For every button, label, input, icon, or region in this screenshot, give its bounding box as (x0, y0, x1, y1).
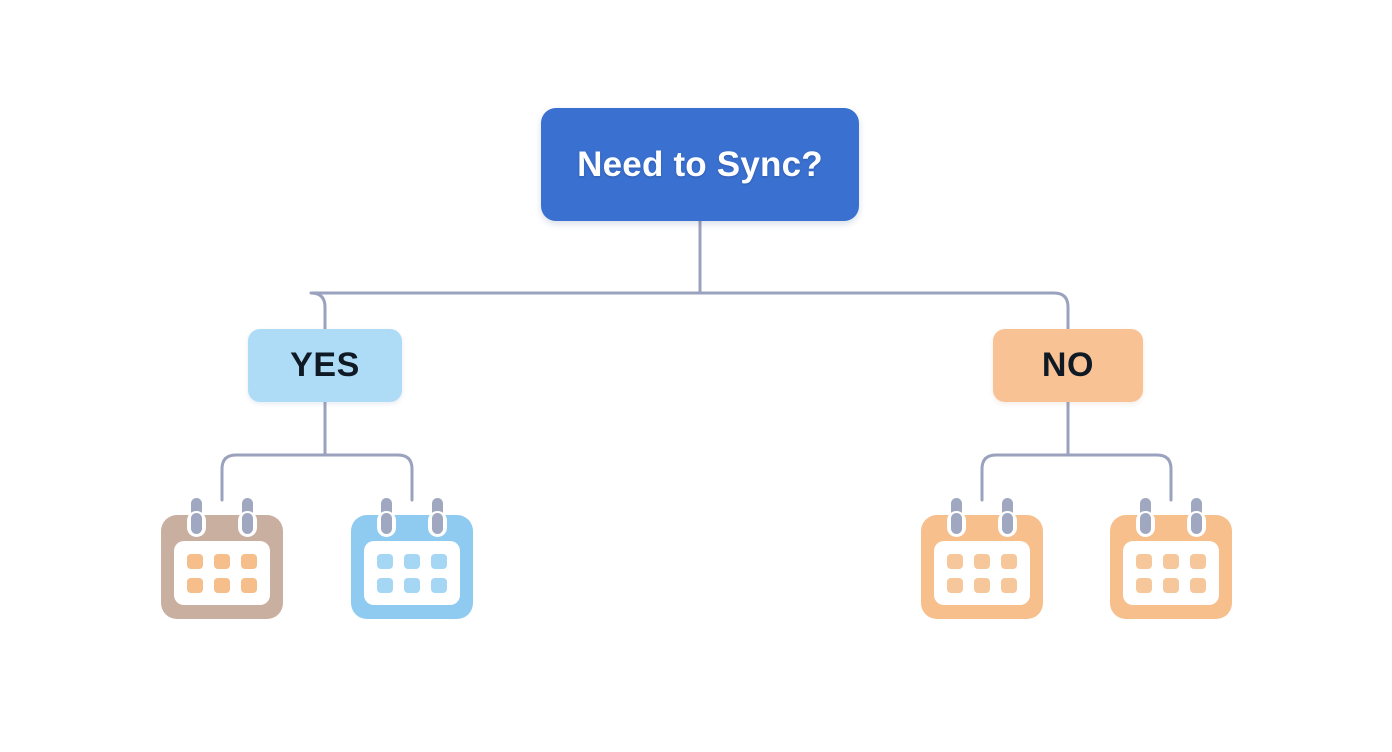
branch-node-yes-label: YES (290, 346, 360, 384)
calendar-inner (174, 541, 270, 605)
calendar-dots (947, 554, 1017, 593)
calendar-dots (187, 554, 257, 593)
calendar-icon-yes-1[interactable] (161, 497, 283, 619)
calendar-inner (364, 541, 460, 605)
calendar-ring-cutouts (377, 511, 447, 537)
calendar-ring-cutouts (187, 511, 257, 537)
edge-yes-to-cal1 (220, 453, 327, 502)
calendar-inner (1123, 541, 1219, 605)
branch-node-yes[interactable]: YES (248, 329, 402, 402)
calendar-ring-cutouts (947, 511, 1017, 537)
decision-node-root-label: Need to Sync? (577, 144, 823, 184)
edge-no-to-cal3 (980, 453, 1070, 502)
calendar-icon-yes-2[interactable] (351, 497, 473, 619)
calendar-icon-no-2[interactable] (1110, 497, 1232, 619)
calendar-dots (1136, 554, 1206, 593)
edge-no-to-cal4 (1066, 453, 1173, 502)
edge-root-to-no (698, 291, 1070, 331)
calendar-ring-cutouts (1136, 511, 1206, 537)
branch-node-no[interactable]: NO (993, 329, 1143, 402)
decision-node-root[interactable]: Need to Sync? (541, 108, 859, 221)
branch-node-no-label: NO (1041, 346, 1095, 384)
edge-yes-to-cal2 (323, 453, 414, 502)
calendar-dots (377, 554, 447, 593)
edge-root-to-yes (309, 291, 702, 331)
calendar-inner (934, 541, 1030, 605)
calendar-icon-no-1[interactable] (921, 497, 1043, 619)
